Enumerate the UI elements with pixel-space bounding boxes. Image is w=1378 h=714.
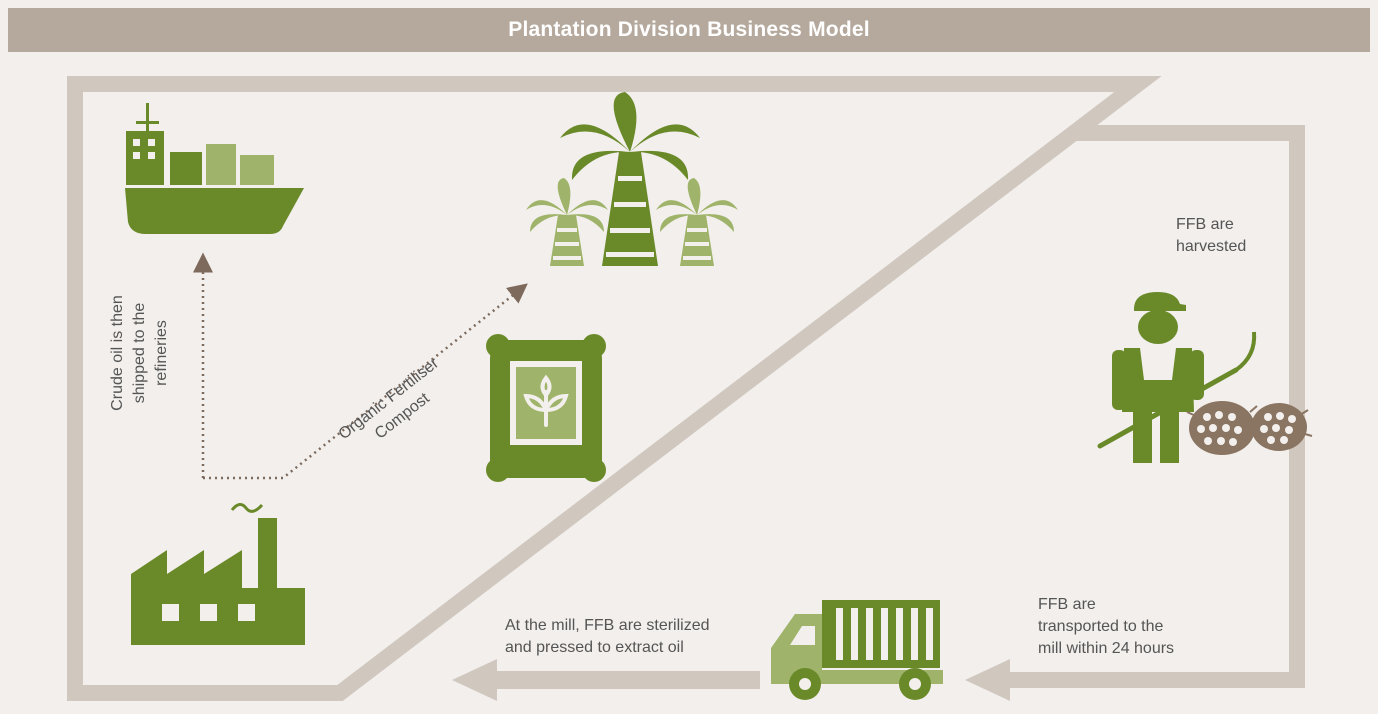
label-shipped: Crude oil is then shipped to the refiner… bbox=[109, 295, 170, 411]
left-flow-arrowhead bbox=[452, 659, 497, 701]
factory-icon bbox=[131, 503, 305, 645]
dotted-arrow-to-palms bbox=[203, 283, 528, 480]
right-flow-arrowhead bbox=[965, 659, 1010, 701]
fruit-bunch-icon bbox=[1186, 401, 1313, 455]
label-mill: At the mill, FFB are sterilized and pres… bbox=[505, 617, 710, 656]
truck-icon bbox=[771, 600, 943, 700]
page-title: Plantation Division Business Model bbox=[508, 18, 870, 41]
title-bar: Plantation Division Business Model bbox=[8, 8, 1370, 52]
left-flow-arrow-shaft bbox=[490, 671, 760, 689]
fertiliser-sack-icon bbox=[486, 334, 606, 482]
ship-icon bbox=[125, 103, 304, 234]
label-harvested: FFB are harvested bbox=[1176, 216, 1247, 255]
palm-trees-icon bbox=[526, 92, 738, 266]
label-transported: FFB are transported to the mill within 2… bbox=[1038, 596, 1175, 657]
left-frame bbox=[67, 76, 1162, 701]
harvester-worker-icon bbox=[1097, 292, 1257, 463]
right-frame bbox=[1005, 125, 1305, 688]
